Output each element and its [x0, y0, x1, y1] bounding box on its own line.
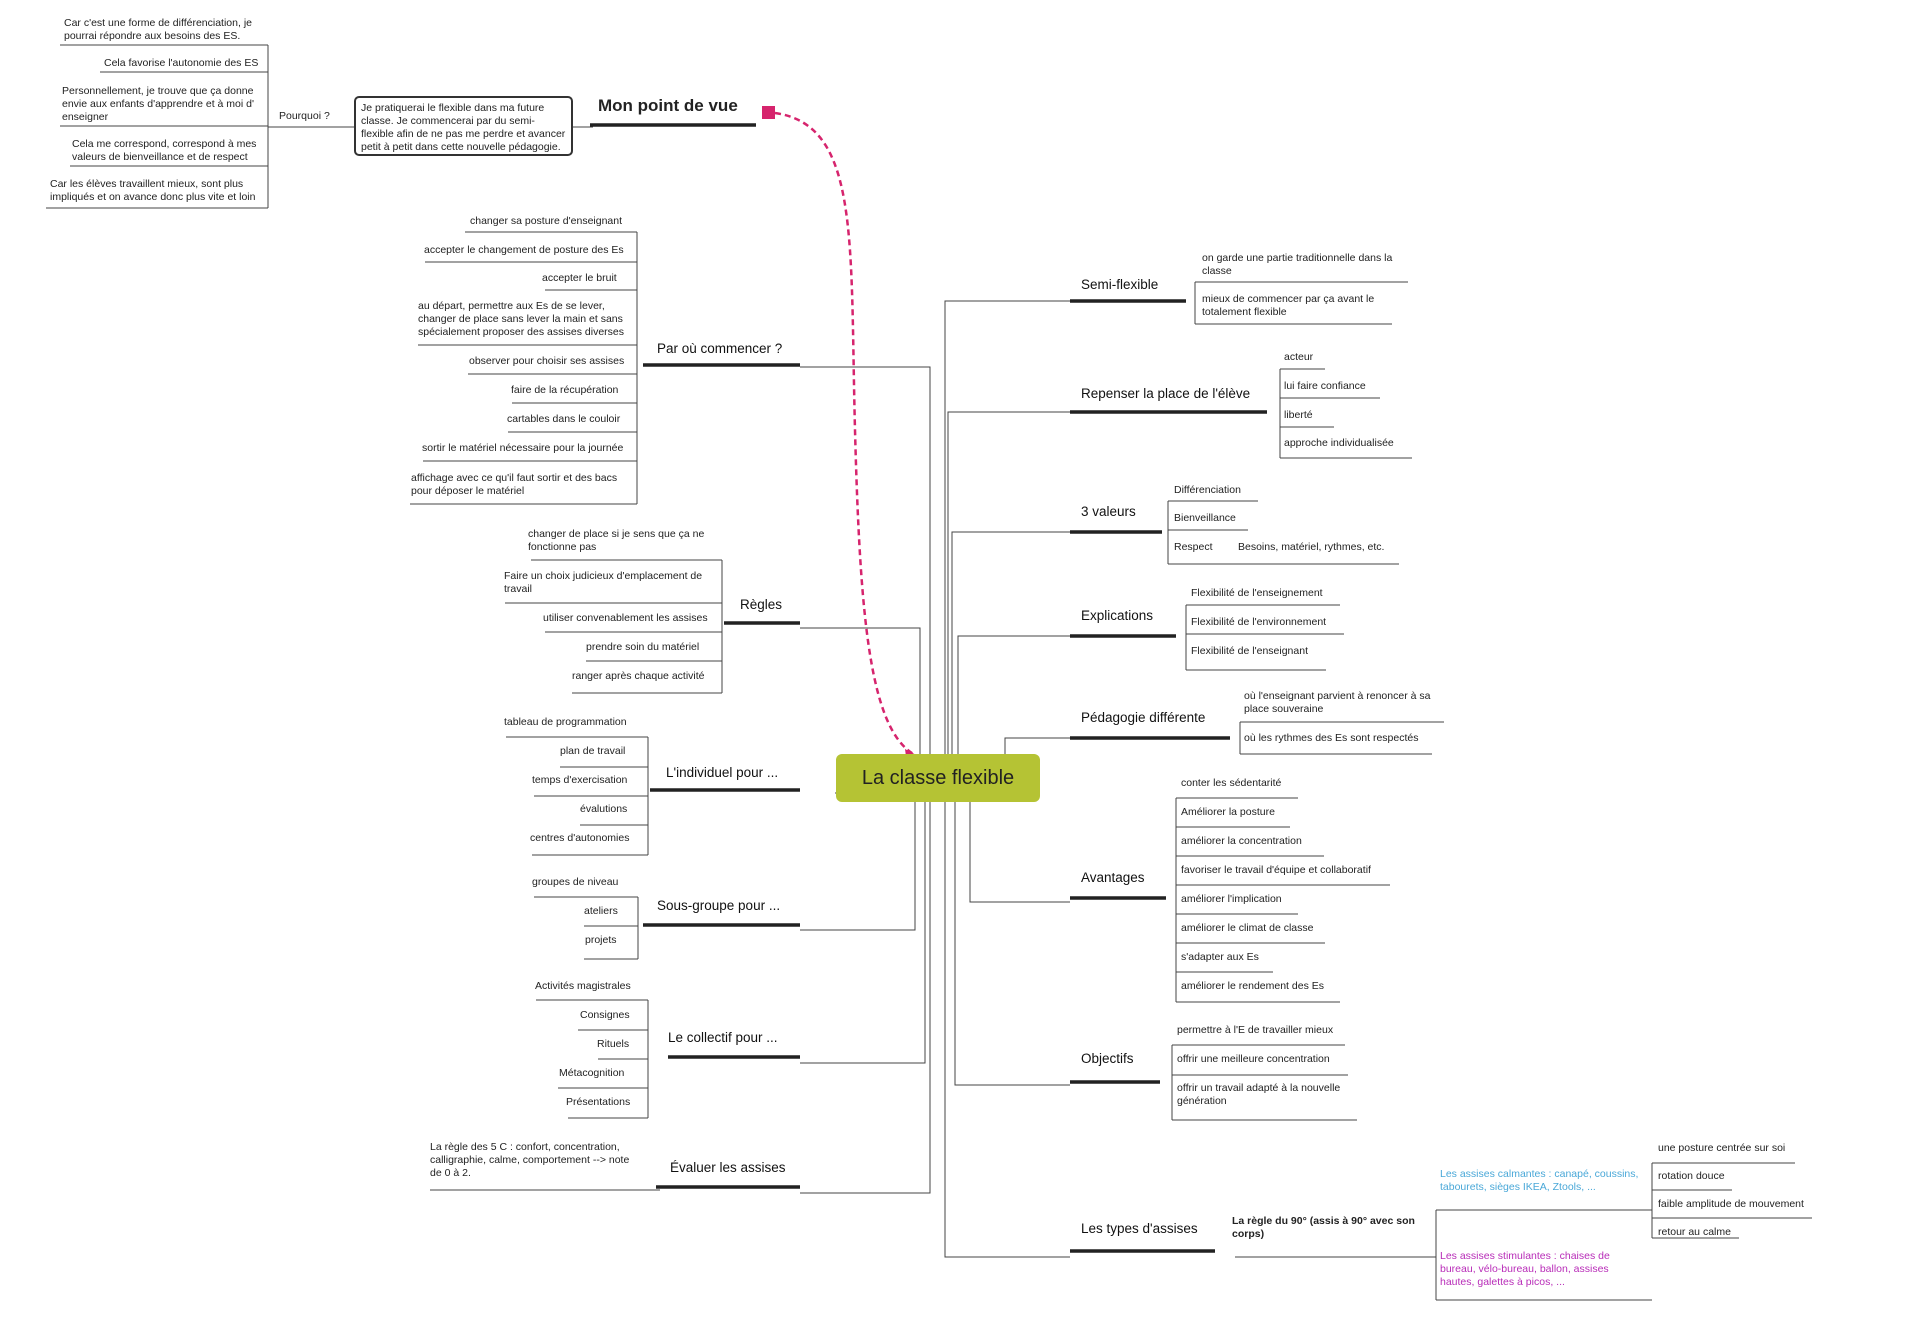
list-item[interactable]: faible amplitude de mouvement	[1658, 1198, 1804, 1210]
central-topic[interactable]: La classe flexible	[836, 754, 1040, 802]
list-item[interactable]: utiliser convenablement les assises	[543, 612, 708, 624]
list-item[interactable]: Flexibilité de l'environnement	[1191, 616, 1327, 628]
topic-evaluer[interactable]: Évaluer les assises	[670, 1160, 786, 1175]
list-item[interactable]: changer de place si je sens que ça ne fo…	[528, 528, 705, 553]
assises-stimulantes[interactable]: Les assises stimulantes : chaises de bur…	[1440, 1250, 1610, 1288]
list-item[interactable]: améliorer la concentration	[1181, 835, 1302, 847]
list-item[interactable]: améliorer le climat de classe	[1181, 922, 1314, 934]
list-item[interactable]: tableau de programmation	[504, 716, 627, 728]
list-item[interactable]: ranger après chaque activité	[572, 670, 705, 682]
topic-semi-flexible[interactable]: Semi-flexible	[1081, 277, 1159, 292]
list-item[interactable]: on garde une partie traditionnelle dans …	[1202, 252, 1393, 277]
regle-90-label[interactable]: La règle du 90° (assis à 90° avec son co…	[1232, 1215, 1415, 1240]
respect-detail[interactable]: Besoins, matériel, rythmes, etc.	[1238, 541, 1385, 553]
list-item[interactable]: Faire un choix judicieux d'emplacement d…	[504, 570, 703, 595]
list-item[interactable]: cartables dans le couloir	[507, 413, 621, 425]
list-item[interactable]: Flexibilité de l'enseignant	[1191, 645, 1308, 657]
list-item[interactable]: temps d'exercisation	[532, 774, 628, 786]
relationship-start-handle	[762, 106, 775, 119]
list-item[interactable]: sortir le matériel nécessaire pour la jo…	[422, 442, 624, 454]
list-item[interactable]: faire de la récupération	[511, 384, 619, 396]
list-item[interactable]: mieux de commencer par ça avant le total…	[1202, 293, 1375, 318]
list-item[interactable]: acteur	[1284, 351, 1314, 363]
topic-par-ou-commencer[interactable]: Par où commencer ?	[657, 341, 783, 356]
list-item[interactable]: observer pour choisir ses assises	[469, 355, 625, 367]
topic-objectifs[interactable]: Objectifs	[1081, 1051, 1134, 1066]
list-item[interactable]: projets	[585, 934, 617, 946]
list-item[interactable]: une posture centrée sur soi	[1658, 1142, 1786, 1154]
list-item[interactable]: améliorer le rendement des Es	[1181, 980, 1324, 992]
topic-individuel[interactable]: L'individuel pour ...	[666, 765, 779, 780]
list-item[interactable]: ateliers	[584, 905, 618, 917]
assises-calmantes[interactable]: Les assises calmantes : canapé, coussins…	[1440, 1168, 1639, 1193]
list-item[interactable]: Activités magistrales	[535, 980, 631, 992]
topic-repenser[interactable]: Repenser la place de l'élève	[1081, 386, 1251, 401]
list-item[interactable]: accepter le changement de posture des Es	[424, 244, 624, 256]
list-item[interactable]: lui faire confiance	[1284, 380, 1366, 392]
topic-pedagogie[interactable]: Pédagogie différente	[1081, 710, 1206, 725]
point-de-vue-box[interactable]: Je pratiquerai le flexible dans ma futur…	[354, 96, 573, 156]
list-item[interactable]: plan de travail	[560, 745, 626, 757]
list-item[interactable]: Respect	[1174, 541, 1213, 553]
pourquoi-label[interactable]: Pourquoi ?	[279, 110, 330, 122]
list-item[interactable]: centres d'autonomies	[530, 832, 630, 844]
relationship-arrow	[774, 111, 916, 757]
list-item[interactable]: Différenciation	[1174, 484, 1241, 496]
topic-underlines	[590, 123, 1267, 1253]
reason-item[interactable]: Cela favorise l'autonomie des ES	[104, 57, 259, 69]
topic-3-valeurs[interactable]: 3 valeurs	[1081, 504, 1136, 519]
list-item[interactable]: approche individualisée	[1284, 437, 1394, 449]
list-item[interactable]: rotation douce	[1658, 1170, 1725, 1182]
list-item[interactable]: prendre soin du matériel	[586, 641, 700, 653]
list-item[interactable]: Bienveillance	[1174, 512, 1236, 524]
list-item[interactable]: permettre à l'E de travailler mieux	[1177, 1024, 1334, 1036]
topic-explications[interactable]: Explications	[1081, 608, 1154, 623]
reason-item[interactable]: Car c'est une forme de différenciation, …	[64, 17, 252, 42]
list-item[interactable]: groupes de niveau	[532, 876, 619, 888]
list-item[interactable]: Consignes	[580, 1009, 630, 1021]
list-item[interactable]: Présentations	[566, 1096, 631, 1108]
list-item[interactable]: accepter le bruit	[542, 272, 617, 284]
topic-collectif[interactable]: Le collectif pour ...	[668, 1030, 778, 1045]
topic-avantages[interactable]: Avantages	[1081, 870, 1145, 885]
list-item[interactable]: Métacognition	[559, 1067, 625, 1079]
list-item[interactable]: Rituels	[597, 1038, 630, 1050]
reason-item[interactable]: Cela me correspond, correspond à mes val…	[72, 138, 257, 163]
central-topic-label: La classe flexible	[861, 766, 1015, 789]
list-item[interactable]: s'adapter aux Es	[1181, 951, 1259, 963]
list-item[interactable]: La règle des 5 C : confort, concentratio…	[430, 1141, 630, 1179]
list-item[interactable]: améliorer l'implication	[1181, 893, 1282, 905]
list-item[interactable]: où les rythmes des Es sont respectés	[1244, 732, 1419, 744]
point-de-vue-title[interactable]: Mon point de vue	[598, 96, 738, 115]
list-item[interactable]: où l'enseignant parvient à renoncer à sa…	[1244, 690, 1431, 715]
list-item[interactable]: affichage avec ce qu'il faut sortir et d…	[411, 472, 618, 497]
list-item[interactable]: au départ, permettre aux Es de se lever,…	[418, 300, 625, 338]
list-item[interactable]: évalutions	[580, 803, 628, 815]
list-item[interactable]: Flexibilité de l'enseignement	[1191, 587, 1323, 599]
list-item[interactable]: retour au calme	[1658, 1226, 1731, 1238]
list-item[interactable]: favoriser le travail d'équipe et collabo…	[1181, 864, 1371, 876]
topic-sous-groupe[interactable]: Sous-groupe pour ...	[657, 898, 781, 913]
reason-item[interactable]: Car les élèves travaillent mieux, sont p…	[50, 178, 256, 203]
topic-regles[interactable]: Règles	[740, 597, 783, 612]
list-item[interactable]: conter les sédentarité	[1181, 777, 1282, 789]
list-item[interactable]: liberté	[1284, 409, 1313, 421]
topic-types-assises[interactable]: Les types d'assises	[1081, 1221, 1198, 1236]
list-item[interactable]: changer sa posture d'enseignant	[470, 215, 623, 227]
list-item[interactable]: offrir un travail adapté à la nouvelle g…	[1177, 1082, 1341, 1107]
list-item[interactable]: Améliorer la posture	[1181, 806, 1275, 818]
reason-item[interactable]: Personnellement, je trouve que ça donne …	[62, 85, 254, 123]
list-item[interactable]: offrir une meilleure concentration	[1177, 1053, 1330, 1065]
